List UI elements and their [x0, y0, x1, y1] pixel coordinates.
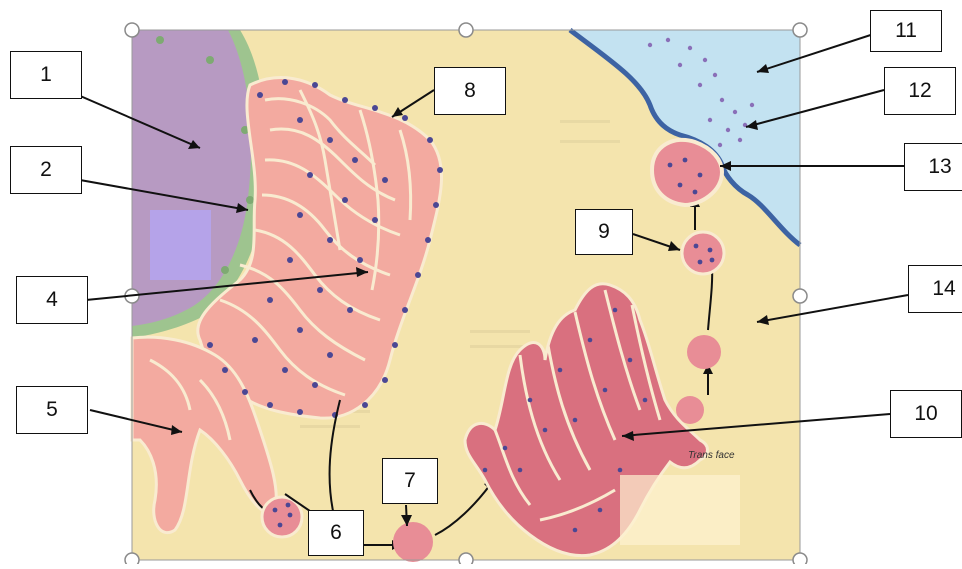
resize-handle-bottom [459, 553, 473, 564]
label-box-8: 8 [434, 67, 506, 115]
pale-highlight [620, 475, 740, 545]
label-box-6: 6 [308, 510, 364, 556]
label-box-7: 7 [382, 458, 438, 504]
label-box-5: 5 [16, 386, 88, 434]
resize-handle-right [793, 289, 807, 303]
resize-handle-top-right [793, 23, 807, 37]
label-box-14: 14 [908, 265, 962, 313]
label-box-1: 1 [10, 51, 82, 99]
label-box-4: 4 [16, 276, 88, 324]
selection-square [150, 210, 211, 280]
label-box-2: 2 [10, 146, 82, 194]
resize-handle-top [459, 23, 473, 37]
label-box-9: 9 [575, 209, 633, 255]
resize-handle-top-left [125, 23, 139, 37]
label-box-11: 11 [870, 10, 942, 52]
resize-handle-bottom-left [125, 553, 139, 564]
label-box-12: 12 [884, 67, 956, 115]
resize-handle-bottom-right [793, 553, 807, 564]
label-box-10: 10 [890, 390, 962, 438]
label-box-13: 13 [904, 143, 962, 191]
trans-face-annotation: Trans face [688, 450, 735, 461]
